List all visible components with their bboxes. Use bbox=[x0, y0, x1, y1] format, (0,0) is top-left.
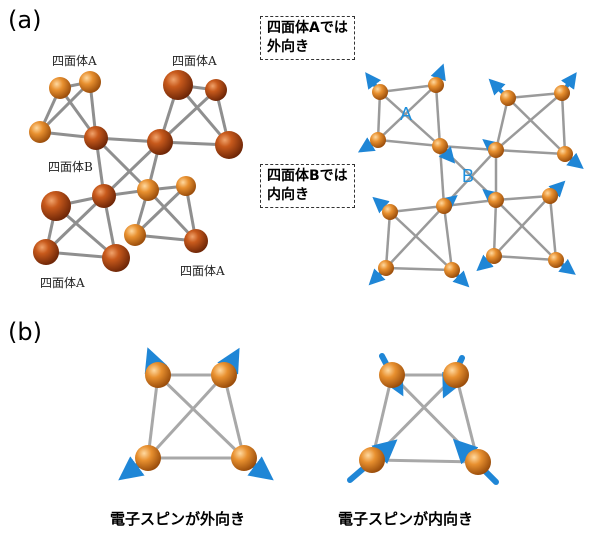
atom bbox=[444, 262, 460, 278]
atom bbox=[231, 445, 257, 471]
left-atoms bbox=[29, 70, 243, 272]
atom bbox=[124, 224, 146, 246]
atom bbox=[486, 248, 502, 264]
atom bbox=[443, 362, 469, 388]
lattice-letter-b: B bbox=[462, 166, 475, 186]
atom bbox=[184, 229, 208, 253]
caption-inward: 電子スピンが内向き bbox=[338, 510, 474, 528]
caption-outward: 電子スピンが外向き bbox=[110, 510, 246, 528]
annotation-line: 内向き bbox=[267, 187, 309, 203]
atom bbox=[488, 142, 504, 158]
tetra-a-label: 四面体A bbox=[172, 54, 217, 68]
atom bbox=[176, 176, 196, 196]
atom bbox=[500, 90, 516, 106]
atom bbox=[465, 449, 491, 475]
right-atoms bbox=[370, 77, 573, 278]
tetra-a-annotation-box: 四面体Aでは 外向き bbox=[260, 16, 355, 60]
atom bbox=[41, 191, 71, 221]
atom bbox=[428, 77, 444, 93]
atom bbox=[79, 71, 101, 93]
atom bbox=[379, 362, 405, 388]
tetra-b-annotation-box: 四面体Bでは 内向き bbox=[260, 164, 355, 208]
atom bbox=[359, 447, 385, 473]
atom bbox=[163, 70, 193, 100]
atom bbox=[135, 445, 161, 471]
atom bbox=[382, 204, 398, 220]
atom bbox=[102, 244, 130, 272]
annotation-line: 四面体Bでは bbox=[267, 168, 348, 184]
annotation-line: 外向き bbox=[267, 39, 309, 55]
tetra-inward bbox=[347, 353, 499, 485]
tetra-a-label: 四面体A bbox=[40, 276, 85, 290]
atom bbox=[557, 146, 573, 162]
atom bbox=[215, 131, 243, 159]
tetra-a-label: 四面体A bbox=[52, 54, 97, 68]
lattice-letter-a: A bbox=[400, 104, 413, 124]
panel-label-b: (b) bbox=[8, 318, 42, 346]
left-structure bbox=[29, 70, 243, 272]
panel-label-a: (a) bbox=[8, 6, 42, 34]
atom bbox=[145, 362, 171, 388]
atom bbox=[554, 85, 570, 101]
atom bbox=[370, 132, 386, 148]
atom bbox=[372, 84, 388, 100]
atom bbox=[137, 179, 159, 201]
atom bbox=[29, 121, 51, 143]
atom bbox=[92, 184, 116, 208]
atom bbox=[436, 198, 452, 214]
tetra-outward bbox=[118, 347, 274, 481]
atom bbox=[49, 77, 71, 99]
atom bbox=[432, 138, 448, 154]
atom bbox=[542, 188, 558, 204]
atom bbox=[488, 192, 504, 208]
atom bbox=[548, 252, 564, 268]
atom bbox=[33, 239, 59, 265]
atom bbox=[205, 79, 227, 101]
atom bbox=[378, 260, 394, 276]
atom bbox=[211, 362, 237, 388]
atom bbox=[147, 129, 173, 155]
annotation-line: 四面体Aでは bbox=[267, 20, 348, 36]
tetra-b-label: 四面体B bbox=[48, 160, 93, 174]
tetra-a-label: 四面体A bbox=[180, 264, 225, 278]
atom bbox=[84, 126, 108, 150]
right-lattice bbox=[357, 63, 584, 288]
